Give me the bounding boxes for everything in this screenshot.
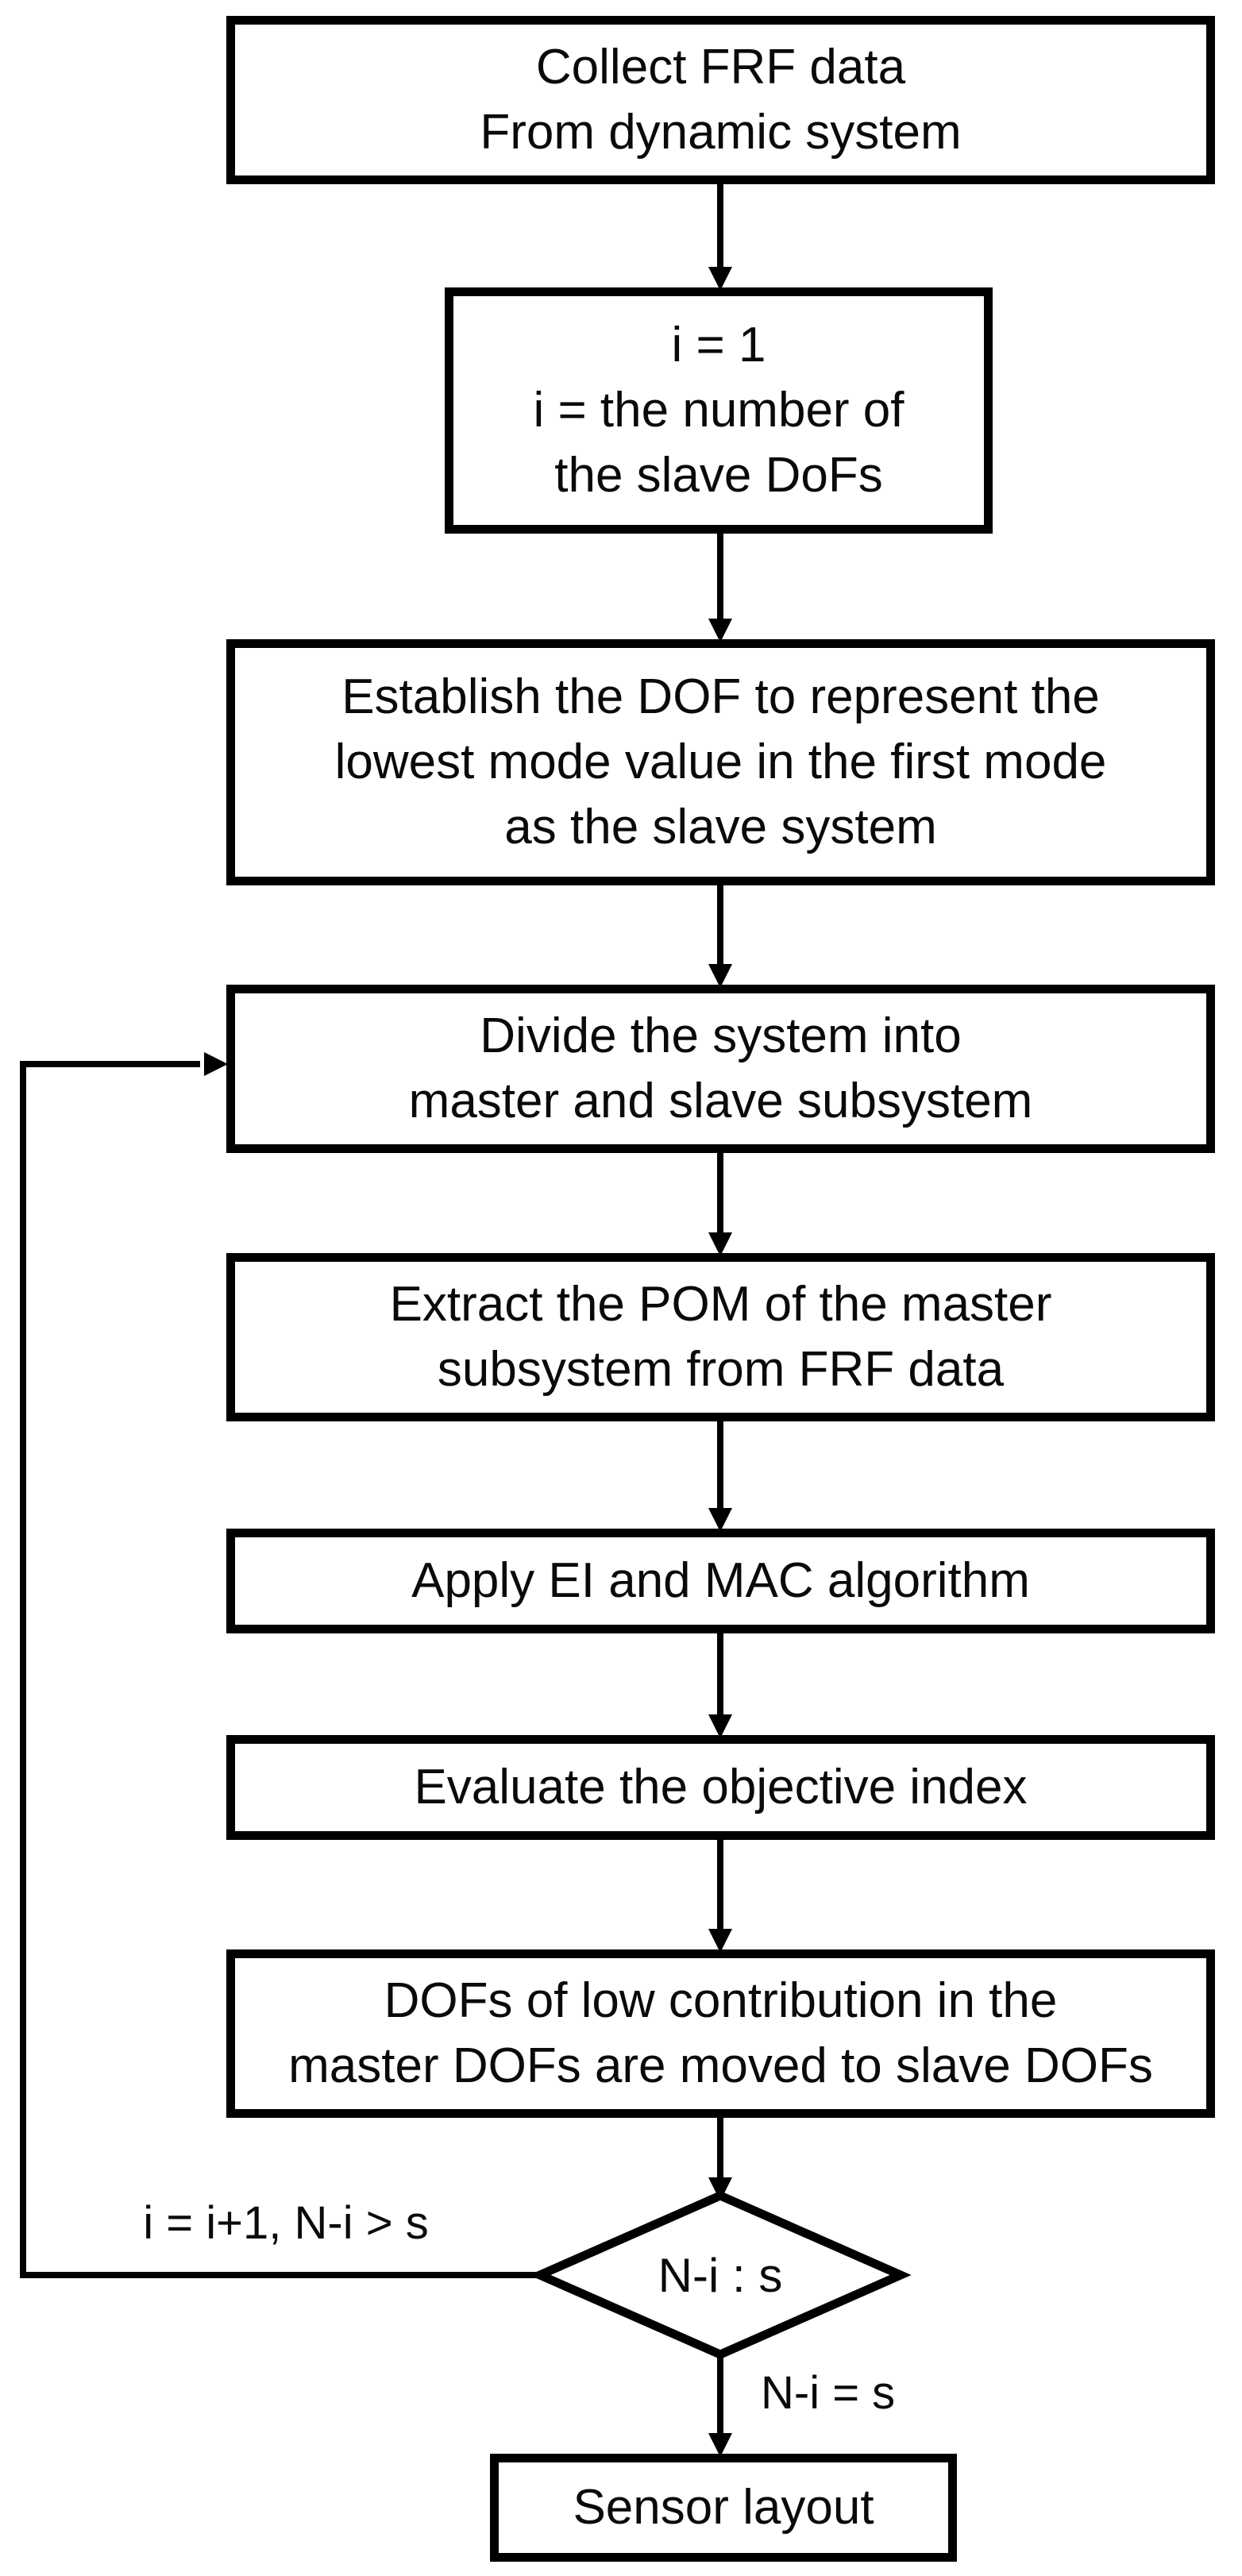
connector-1-arrowhead-icon: [708, 267, 732, 291]
connector-4-arrowhead-icon: [708, 1232, 732, 1256]
step-establish-dof: Establish the DOF to represent the lowes…: [226, 639, 1215, 885]
connector-3-arrowhead-icon: [708, 964, 732, 988]
step-move-dofs: DOFs of low contribution in the master D…: [226, 1949, 1215, 2118]
decision-label: N-i : s: [658, 2248, 783, 2302]
decision-diamond: [529, 2190, 912, 2360]
connector-7-arrowhead-icon: [708, 1929, 732, 1953]
connector-8-arrowhead-icon: [708, 2177, 732, 2201]
exit-condition-label: N-i = s: [761, 2367, 896, 2419]
connector-5-arrowhead-icon: [708, 1508, 732, 1532]
step-evaluate-objective-index: Evaluate the objective index: [226, 1735, 1215, 1840]
step-initialize-i: i = 1 i = the number of the slave DoFs: [445, 287, 993, 534]
loop-arrowhead-icon: [204, 1052, 228, 1076]
step-extract-pom: Extract the POM of the master subsystem …: [226, 1253, 1215, 1421]
connector-9-arrowhead-icon: [708, 2433, 732, 2457]
loop-connector-line: [20, 1061, 540, 2278]
step-divide-system: Divide the system into master and slave …: [226, 985, 1215, 1153]
step-apply-ei-mac: Apply EI and MAC algorithm: [226, 1529, 1215, 1633]
terminal-sensor-layout: Sensor layout: [490, 2454, 957, 2562]
connector-6-arrowhead-icon: [708, 1714, 732, 1738]
loop-condition-label: i = i+1, N-i > s: [143, 2197, 429, 2249]
connector-2-arrowhead-icon: [708, 619, 732, 642]
step-collect-frf-data: Collect FRF data From dynamic system: [226, 16, 1215, 184]
